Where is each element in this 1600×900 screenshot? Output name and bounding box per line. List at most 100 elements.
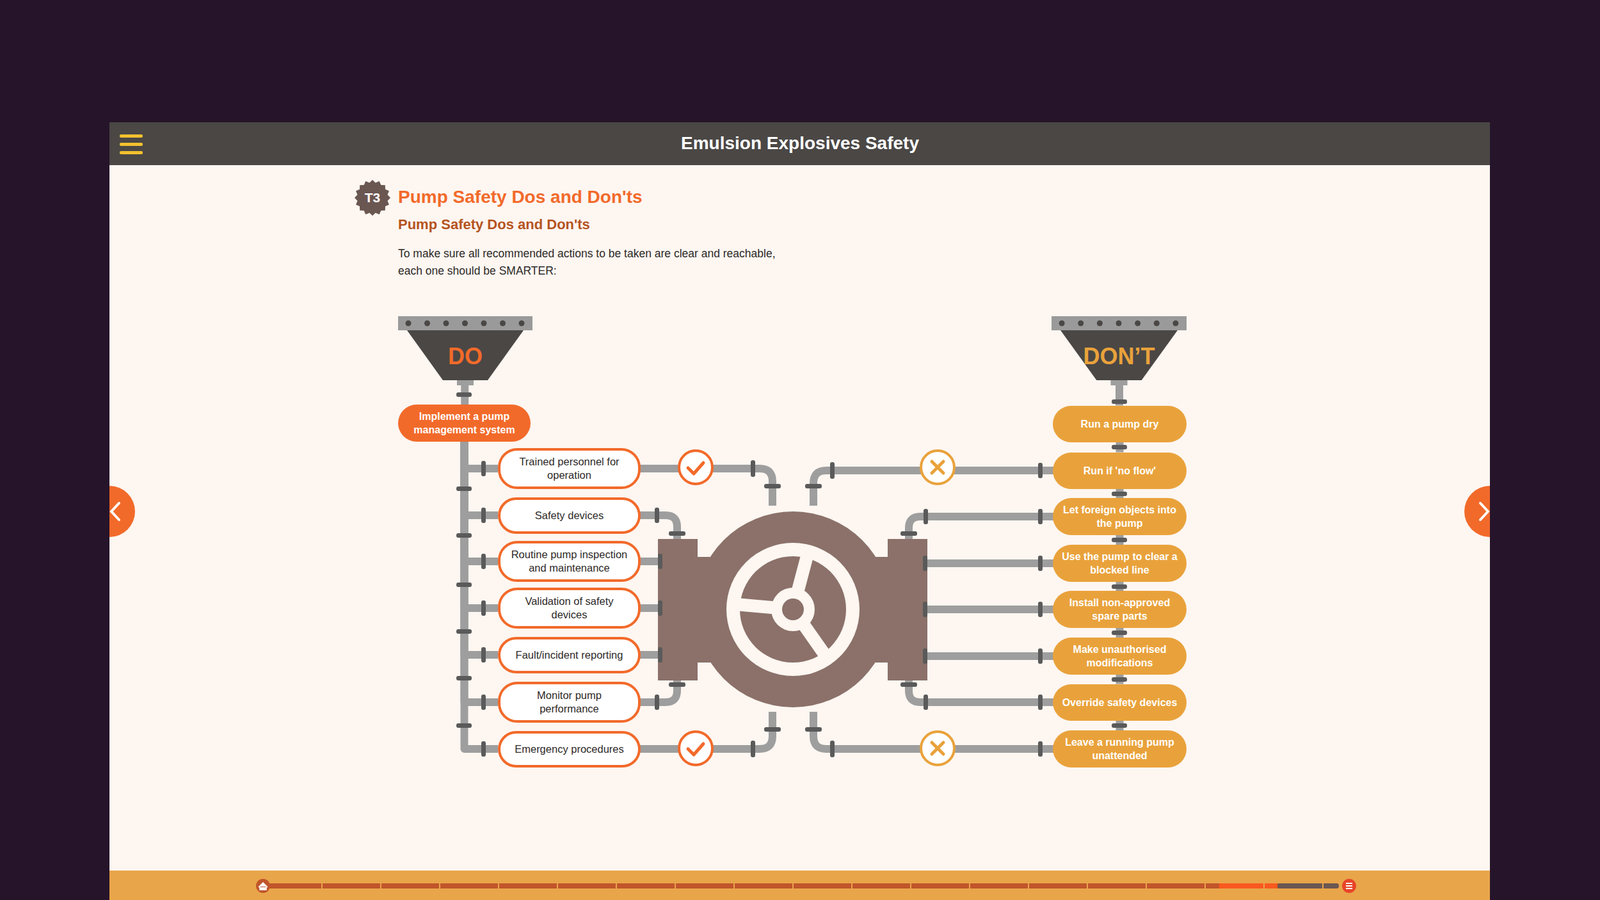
pipe-joint	[922, 601, 928, 617]
pipe-joint	[481, 694, 486, 710]
cross-mark	[920, 731, 955, 765]
bolt	[481, 320, 488, 327]
check-mark	[679, 731, 713, 765]
pipe-joint	[830, 740, 835, 758]
pipe-joint	[456, 392, 472, 397]
nav-button	[1480, 503, 1488, 520]
pipe-joint	[764, 727, 781, 732]
menu-icon	[119, 134, 143, 138]
nav-button	[111, 503, 120, 520]
node-text: Monitor pump performance	[506, 688, 632, 716]
bolt	[1059, 320, 1065, 327]
progress-tick	[968, 883, 971, 889]
progress-bar	[263, 883, 1339, 889]
app-title: Emulsion Explosives Safety	[680, 133, 920, 154]
pipe-joint	[481, 741, 486, 757]
node-text: Install non-approved spare parts	[1059, 595, 1181, 623]
impeller	[771, 587, 815, 632]
check-mark	[679, 450, 713, 765]
do-funnel: DO	[398, 316, 533, 386]
bolt	[519, 320, 525, 327]
node-text: Validation of safety devices	[506, 594, 632, 622]
node-text: DO	[448, 344, 483, 368]
pipe-joint	[1038, 694, 1043, 710]
bolt	[1077, 320, 1084, 327]
pipe-joint	[1111, 677, 1128, 682]
pipe-joint	[750, 460, 756, 477]
impeller	[726, 542, 860, 676]
node-text: Trained personnel for operation	[506, 455, 632, 482]
funnel-body	[1060, 330, 1178, 381]
node-text: Use the pump to clear a blocked line	[1059, 549, 1181, 577]
page-ground	[109, 122, 1490, 900]
sub-heading: Pump Safety Dos and Don'ts	[398, 216, 591, 233]
progress-tick	[1145, 883, 1147, 889]
page-heading: Pump Safety Dos and Don'ts	[398, 186, 643, 208]
progress-bar	[256, 878, 271, 893]
pipe-joint	[1038, 555, 1043, 571]
pipe-joint	[456, 629, 472, 634]
dont-item-box: Override safety devices	[1052, 684, 1187, 721]
pipe-joint	[657, 553, 663, 569]
progress-tick	[556, 883, 559, 889]
badge-star	[354, 179, 391, 216]
bolt	[1096, 320, 1103, 327]
bolt	[405, 320, 412, 327]
pipe-joint	[750, 740, 756, 758]
impeller	[782, 598, 804, 621]
progress-bar	[1342, 878, 1357, 893]
pipe-joint	[456, 486, 472, 491]
progress-tick	[792, 883, 794, 889]
pipe-joint	[1038, 462, 1043, 479]
pipe-joint	[481, 600, 486, 616]
dont-item-box: Use the pump to clear a blocked line	[1052, 544, 1187, 582]
progress-tick	[321, 883, 323, 889]
pipe	[633, 468, 1060, 749]
impeller	[735, 553, 827, 657]
bolt	[1134, 320, 1141, 327]
pipe-joint	[1111, 491, 1128, 496]
pipe-joint	[923, 508, 928, 525]
impeller	[726, 542, 860, 676]
node-text: Implement a pump management system	[405, 409, 523, 437]
pipe-joint	[654, 507, 660, 523]
pipe-joint	[456, 533, 472, 538]
node-text: Override safety devices	[1062, 695, 1178, 710]
pipe-joint	[1111, 723, 1128, 728]
bolt	[1115, 320, 1122, 327]
progress-tick	[497, 883, 500, 889]
pipe-joint	[805, 727, 822, 732]
pipe	[908, 516, 1060, 541]
cross-mark	[920, 450, 955, 765]
do-item-box: Routine pump inspection and maintenance	[497, 540, 641, 582]
progress-bar	[256, 878, 1357, 893]
pipe-joint	[922, 648, 928, 664]
cross-mark	[931, 461, 944, 473]
do-item-box: Safety devices	[497, 497, 641, 534]
topic-badge: T3	[354, 179, 391, 216]
pipe-joint	[456, 675, 472, 681]
pipe-joint	[1111, 444, 1128, 450]
pipe-joint	[923, 694, 928, 710]
funnel-plate	[398, 316, 533, 331]
menu-icon	[119, 134, 143, 155]
pipe-joint	[1038, 601, 1043, 617]
pipe-joint	[922, 555, 928, 571]
progress-tick	[1027, 883, 1030, 889]
pipe-connector	[464, 441, 499, 703]
bolt	[1153, 320, 1160, 327]
pump-body	[887, 538, 928, 681]
do-item-box: Validation of safety devices	[497, 587, 641, 629]
pipe-joint	[1038, 508, 1043, 525]
cross-mark	[931, 742, 944, 754]
dont-item-box: Install non-approved spare parts	[1052, 590, 1187, 628]
pipe-connector	[464, 441, 499, 655]
pump-body	[657, 538, 698, 681]
pipe-joint	[1111, 537, 1128, 543]
do-item-box: Fault/incident reporting	[497, 636, 641, 674]
pipe-joint	[900, 531, 918, 536]
progress-tick	[910, 883, 912, 889]
check-mark	[688, 743, 704, 755]
node-text: Let foreign objects into the pump	[1059, 503, 1181, 530]
node-text: Safety devices	[535, 508, 604, 523]
